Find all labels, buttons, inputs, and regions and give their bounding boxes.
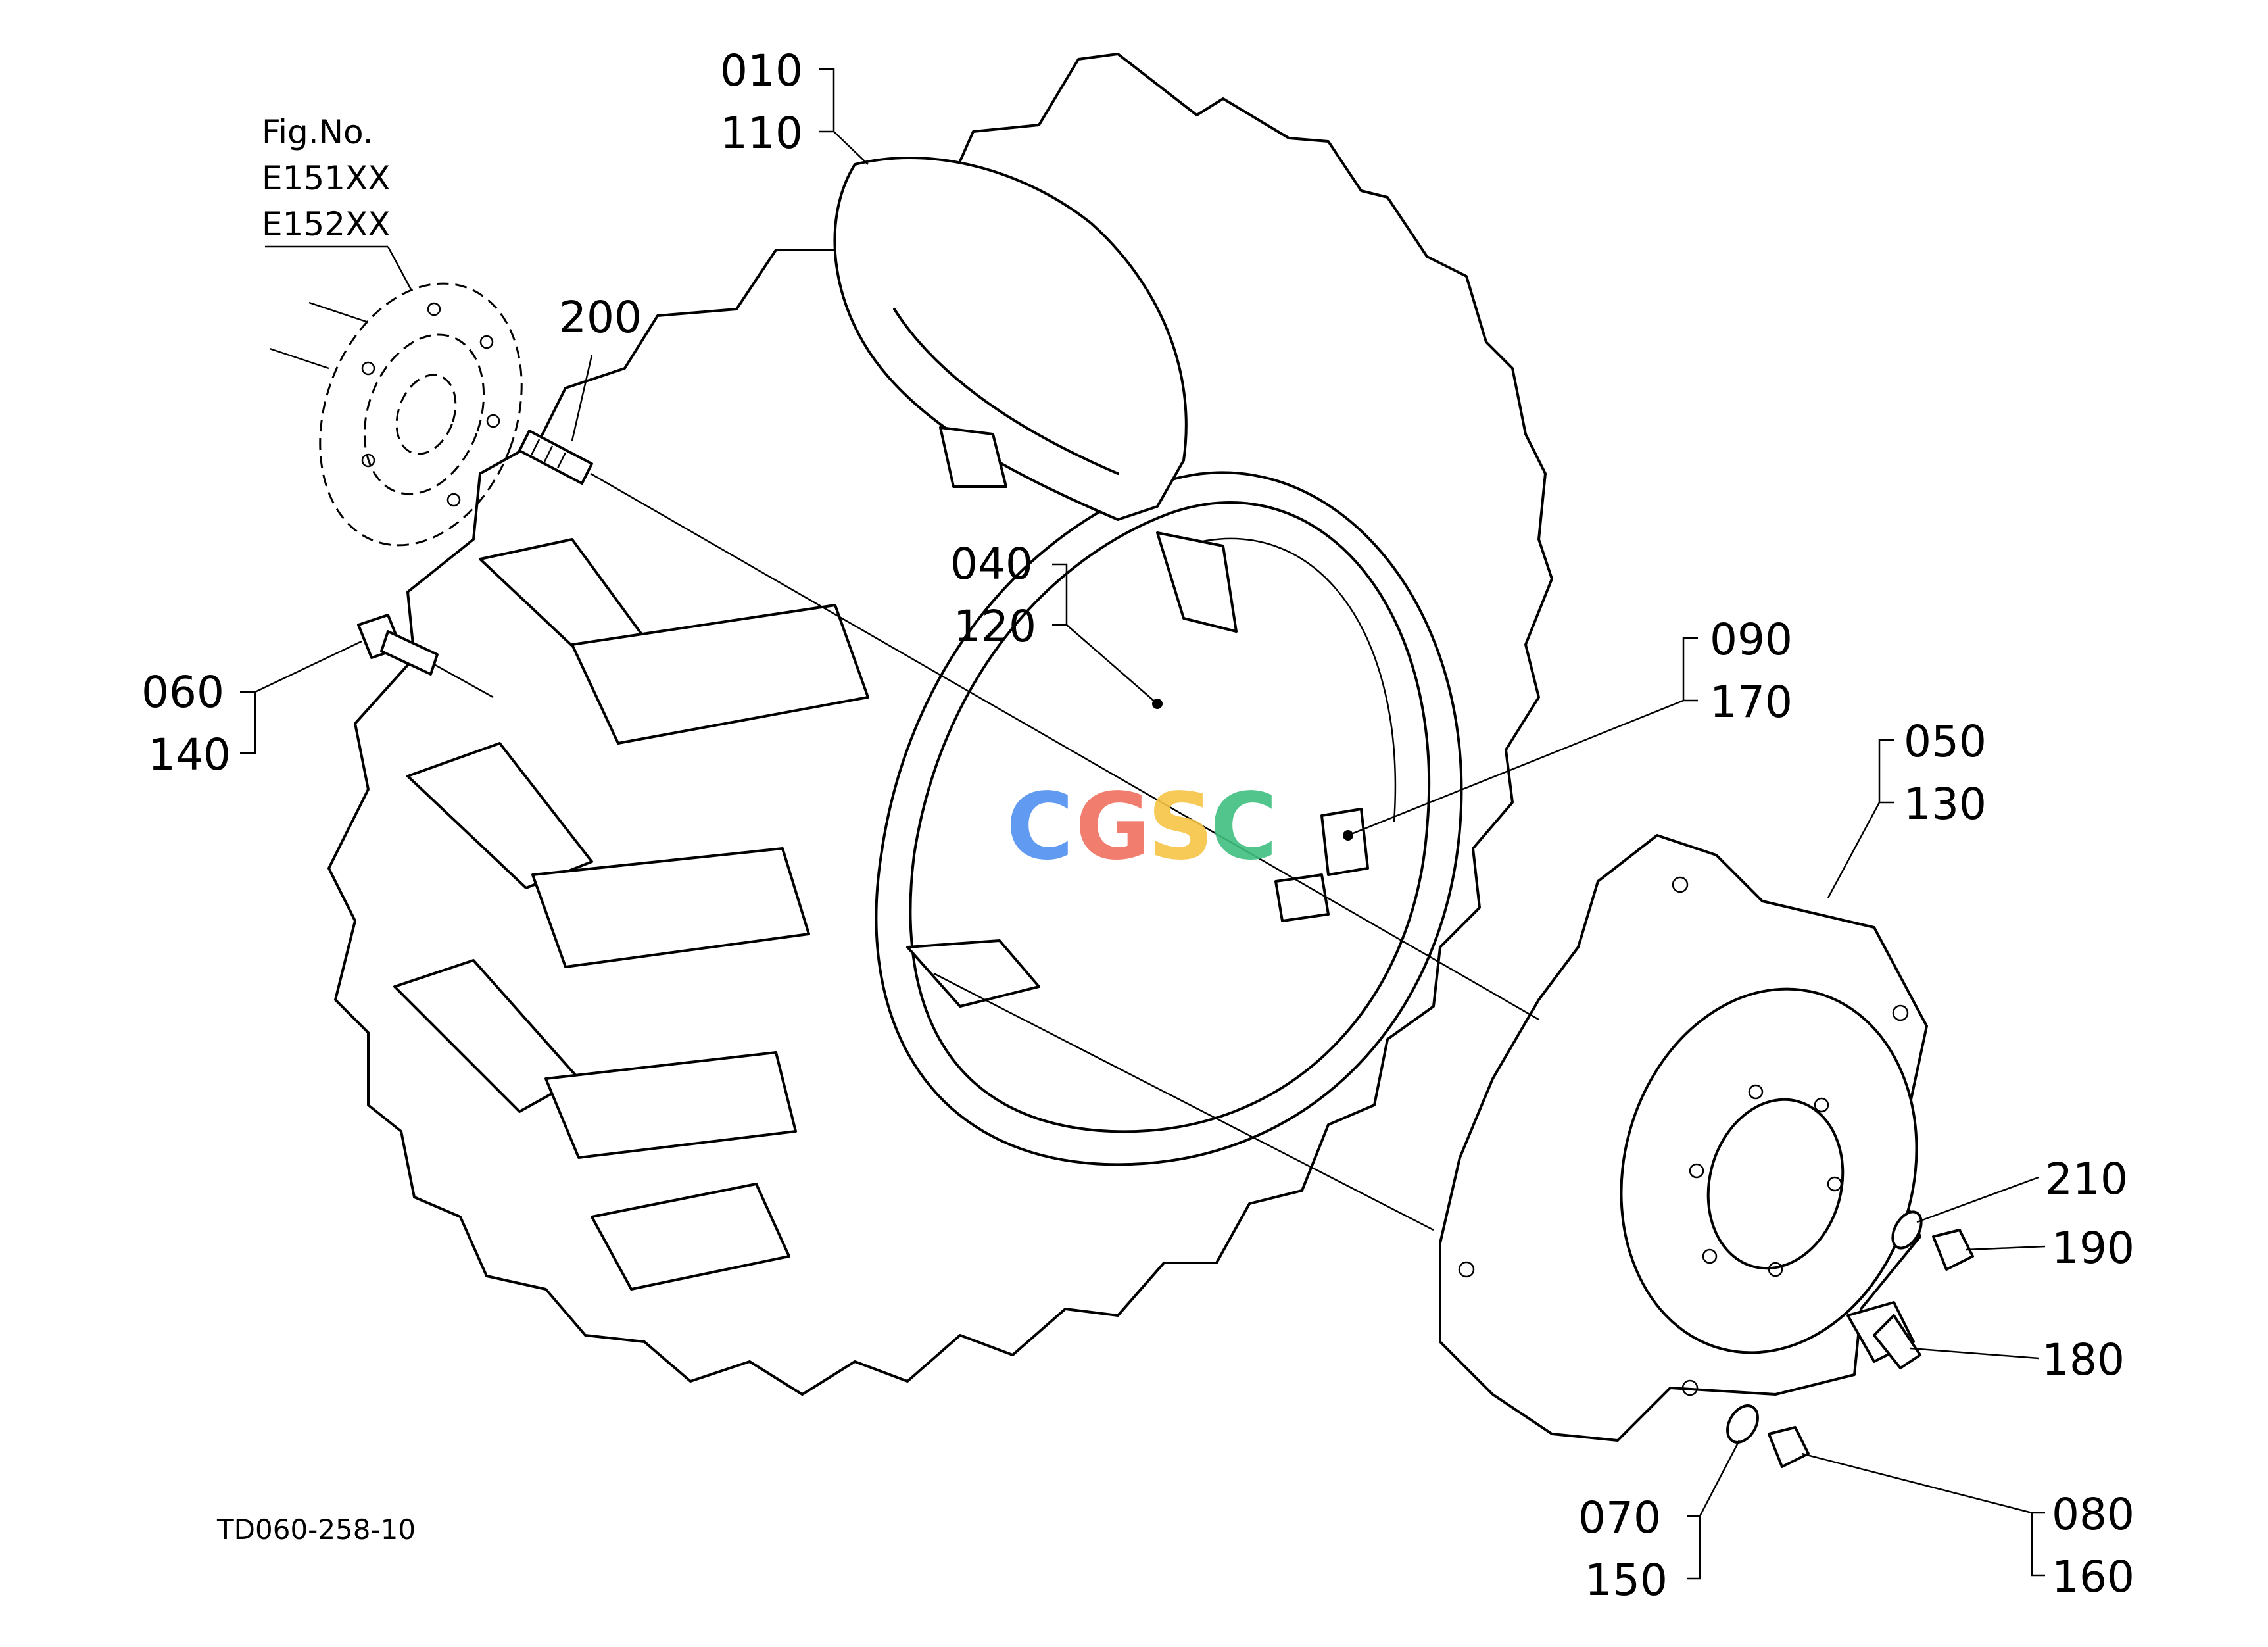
watermark-letter: S (1147, 774, 1214, 881)
callout-label: 040 (950, 539, 1033, 589)
figure-reference: Fig.No. E151XX E152XX (262, 113, 391, 243)
stud-drawing (518, 430, 593, 485)
callout-label: 140 (148, 729, 231, 780)
wheel-disc-drawing (1439, 834, 1928, 1442)
callout-label: 120 (953, 601, 1036, 652)
callout-label: 130 (1904, 779, 1987, 829)
callout-label: 170 (1710, 677, 1793, 727)
figure-ref-1: E151XX (262, 159, 391, 197)
callout-label: 190 (2052, 1223, 2135, 1273)
callout-label: 080 (2052, 1489, 2135, 1540)
drawing-code: TD060-258-10 (216, 1513, 416, 1546)
hub-flange-drawing (269, 282, 523, 547)
watermark-letter: G (1075, 774, 1151, 881)
tire-drawing (327, 53, 1553, 1396)
callout-label: 070 (1578, 1492, 1661, 1543)
figure-header: Fig.No. (262, 113, 374, 151)
leader-lines (240, 68, 2046, 1580)
small-parts-drawing (1726, 1210, 1974, 1468)
callout-label: 200 (559, 292, 642, 343)
callout-labels: 010 110 200 040 120 090 170 060 140 050 … (141, 45, 2135, 1606)
callout-label: 060 (141, 667, 224, 718)
callout-label: 050 (1904, 716, 1987, 767)
callout-label: 210 (2045, 1154, 2128, 1204)
callout-label: 160 (2052, 1552, 2135, 1602)
watermark-letter: C (1210, 774, 1278, 881)
watermark: C G S C (1006, 774, 1278, 881)
bolt-drawing (357, 614, 439, 676)
figure-ref-2: E152XX (262, 205, 391, 243)
callout-label: 010 (720, 45, 803, 96)
callout-label: 090 (1710, 614, 1793, 665)
callout-label: 150 (1585, 1555, 1668, 1606)
callout-label: 180 (2042, 1335, 2125, 1385)
callout-label: 110 (720, 108, 803, 159)
watermark-letter: C (1006, 774, 1074, 881)
